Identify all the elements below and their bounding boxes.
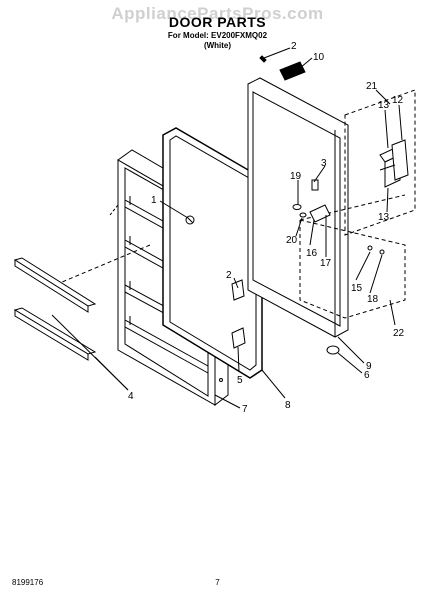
callout-9: 9 (366, 361, 372, 372)
model-info: For Model: EV200FXMQ02 (White) (0, 31, 435, 51)
trim-strips (13, 257, 97, 361)
lower-hinge-box (299, 219, 406, 319)
callout-1: 1 (151, 195, 157, 206)
outer-door-panel (247, 77, 349, 338)
model-line: For Model: EV200FXMQ02 (167, 31, 268, 40)
callout-18: 18 (367, 294, 379, 305)
callout-7: 7 (242, 404, 248, 415)
callout-6: 6 (364, 370, 370, 381)
door-gasket (162, 127, 263, 379)
callout-12: 12 (392, 95, 404, 106)
callout-4: 4 (128, 391, 134, 402)
callout-2: 2 (291, 41, 297, 52)
watermark: AppliancePartsPros.com (111, 4, 324, 23)
doc-number: 8199176 (12, 578, 44, 587)
callout-labels: 1 2 2 3 4 5 6 7 8 9 10 12 13 13 15 16 17… (128, 41, 405, 415)
hinge-assembly (379, 139, 409, 188)
callout-3: 3 (321, 158, 327, 169)
hinge-group-box (344, 89, 416, 236)
callout-8: 8 (285, 400, 291, 411)
callout-2-lower: 2 (226, 270, 232, 281)
callout-17: 17 (320, 258, 332, 269)
callout-10: 10 (313, 52, 325, 63)
callout-19: 19 (290, 171, 302, 182)
callout-15: 15 (351, 283, 363, 294)
color-line: (White) (203, 41, 232, 50)
callout-5: 5 (237, 375, 243, 386)
page-title: DOOR PARTS (168, 14, 267, 30)
small-parts (185, 55, 385, 355)
callout-22: 22 (393, 328, 405, 339)
callout-21: 21 (366, 81, 378, 92)
leader-lines (51, 47, 403, 409)
callout-13-upper: 13 (378, 100, 390, 111)
callout-16: 16 (306, 248, 318, 259)
callout-13-lower: 13 (378, 212, 390, 223)
page-number: 7 (215, 578, 220, 587)
callout-20: 20 (286, 235, 298, 246)
